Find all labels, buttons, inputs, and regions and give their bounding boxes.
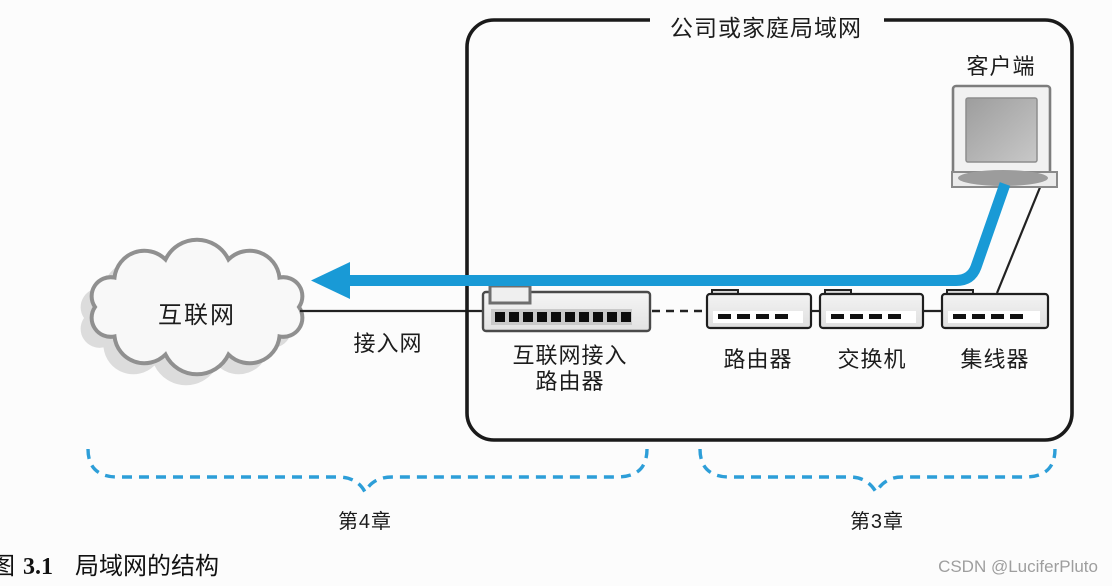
internet-cloud-label: 互联网 [158,302,236,329]
hub-device [940,289,1050,330]
chapter4-label: 第4章 [337,511,393,533]
figure-number: 3.1 [23,554,53,580]
lan-box-label: 公司或家庭局域网 [660,9,872,43]
router-device [705,289,813,330]
chapter3-brace [698,448,1057,496]
watermark: CSDN @LuciferPluto [938,557,1098,576]
access-router-label-line1: 互联网接入 [512,343,628,368]
chapter4-brace [86,448,649,496]
access-router-label-line2: 路由器 [535,369,605,394]
chapter3-label: 第3章 [849,511,905,533]
client-computer-icon [951,84,1058,188]
hub-port-dashes [953,314,1023,319]
internet-cloud [80,237,305,386]
access-router-ports [495,312,631,322]
router-port-dashes [718,314,788,319]
arrow-head [311,262,350,299]
switch-label: 交换机 [837,347,907,372]
internet-access-router-device [481,284,652,333]
access-router-label: 互联网接入 路由器 [512,343,627,395]
hub-label: 集线器 [960,347,1030,372]
figure-caption: 图 3.1 局域网的结构 [0,546,219,581]
access-router-panel-tab [488,284,532,305]
monitor-stand-ellipse [958,170,1048,186]
client-label: 客户端 [966,54,1036,79]
arrow-shaft [349,182,1011,286]
router-label: 路由器 [723,347,793,372]
monitor-screen [965,97,1038,163]
cloud-shape [89,237,305,377]
client-to-hub-cable [995,179,1045,294]
switch-device [818,289,925,330]
upload-traffic-arrow [311,182,1011,299]
figure-prefix: 图 [0,554,15,580]
switch-port-dashes [831,314,901,319]
access-network-label: 接入网 [353,331,423,356]
figure-title: 局域网的结构 [75,554,219,580]
